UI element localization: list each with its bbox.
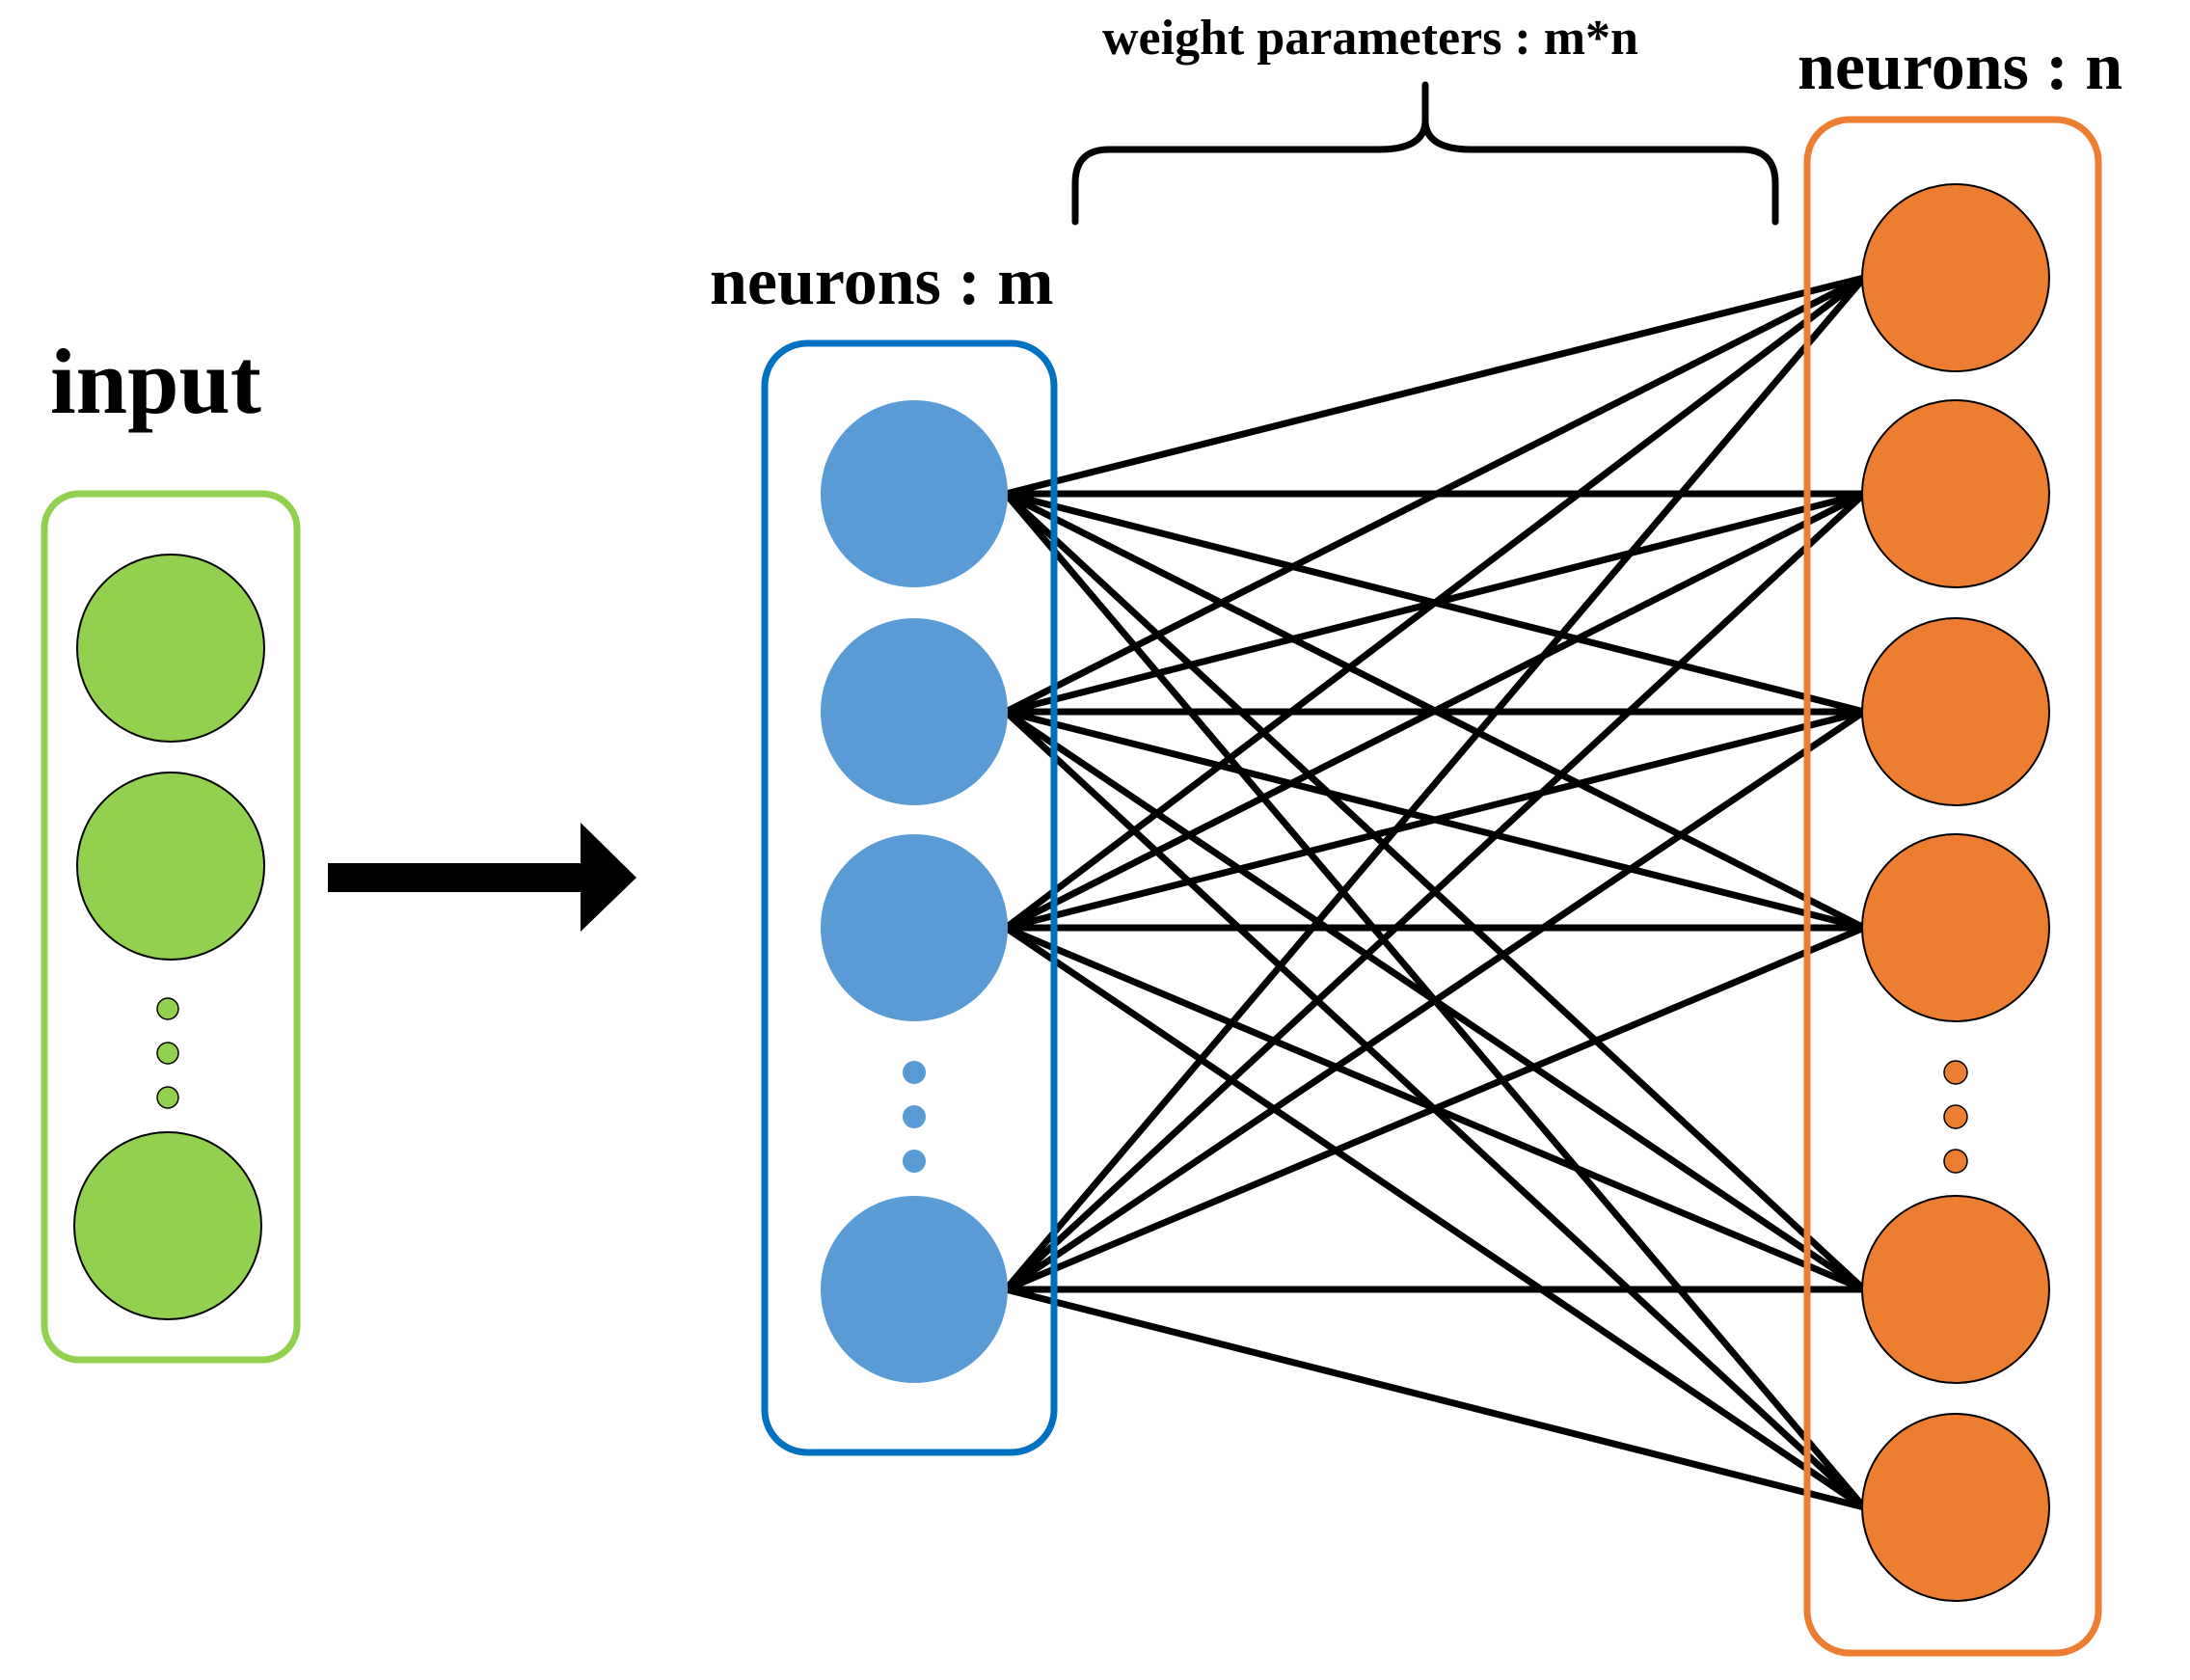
input-ellipsis-dot	[156, 997, 179, 1020]
connection-line	[1004, 709, 1866, 1292]
input-ellipsis-dot	[156, 1042, 179, 1065]
output-ellipsis-dot	[1943, 1104, 1968, 1129]
connection-line	[1005, 708, 1865, 932]
right-arrow-icon	[328, 823, 636, 932]
connection-line	[1004, 925, 1866, 1510]
curly-brace-icon	[1071, 81, 1779, 226]
input-label: input	[50, 330, 261, 433]
output-layer-label: neurons : n	[1798, 30, 2122, 104]
input-node	[73, 1131, 262, 1320]
hidden-node	[821, 1196, 1008, 1383]
input-layer	[41, 490, 301, 1364]
output-node	[1861, 617, 2050, 806]
hidden-node	[821, 400, 1008, 587]
output-node	[1861, 1195, 2050, 1384]
output-node	[1861, 399, 2050, 588]
output-ellipsis-dot	[1943, 1149, 1968, 1174]
output-layer-box	[1803, 116, 2102, 1657]
input-layer-box	[41, 490, 301, 1364]
hidden-ellipsis-dot	[903, 1150, 926, 1173]
output-node	[1861, 833, 2050, 1022]
weights-label: weight parameters : m*n	[1102, 11, 1638, 66]
output-ellipsis-dot	[1943, 1060, 1968, 1085]
hidden-node	[821, 834, 1008, 1021]
connection-line	[1003, 275, 1867, 1292]
input-node	[76, 772, 265, 961]
hidden-ellipsis-dot	[903, 1061, 926, 1084]
hidden-layer-label: neurons : m	[710, 245, 1054, 319]
input-ellipsis-dot	[156, 1086, 179, 1109]
connections	[1003, 274, 1867, 1511]
connection-line	[1004, 274, 1866, 716]
connection-line	[1005, 274, 1865, 498]
connection-line	[1003, 275, 1867, 931]
hidden-layer-box	[761, 339, 1058, 1456]
hidden-layer	[761, 339, 1058, 1456]
output-node	[1861, 183, 2050, 372]
connection-line	[1003, 491, 1867, 1292]
output-layer	[1803, 116, 2102, 1657]
hidden-node	[821, 618, 1008, 805]
connection-line	[1005, 1286, 1865, 1511]
connection-line	[1004, 490, 1866, 932]
output-node	[1861, 1413, 2050, 1602]
connection-line	[1004, 924, 1866, 1293]
hidden-ellipsis-dot	[903, 1105, 926, 1128]
input-node	[76, 554, 265, 743]
